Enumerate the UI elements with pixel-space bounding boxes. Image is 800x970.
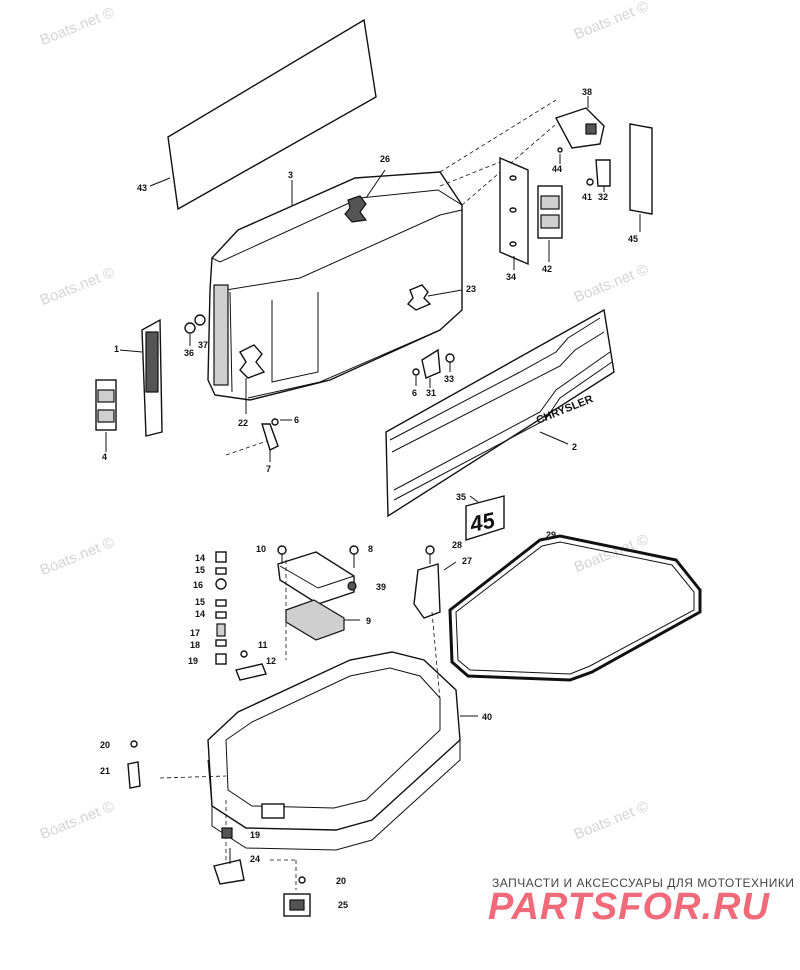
seal-29 [448, 534, 702, 682]
lower-hardware [213, 827, 311, 917]
panel-34 [499, 156, 529, 270]
panel-43 [149, 18, 377, 211]
callout-15: 15 [195, 597, 205, 607]
callout-14: 14 [195, 609, 205, 619]
callout-32: 32 [598, 192, 608, 202]
callout-6: 6 [412, 388, 417, 398]
motor-cover-3 [207, 171, 463, 401]
callout-7: 7 [266, 464, 271, 474]
callout-1: 1 [114, 344, 119, 354]
callout-20: 20 [336, 876, 346, 886]
grille-1 [119, 318, 163, 437]
callout-18: 18 [190, 640, 200, 650]
callout-43: 43 [137, 183, 147, 193]
callout-17: 17 [190, 628, 200, 638]
callout-31: 31 [426, 388, 436, 398]
panel-45 [629, 123, 653, 232]
bracket-7 [261, 418, 292, 462]
decal-22 [239, 344, 266, 414]
callout-8: 8 [368, 544, 373, 554]
control-box-39 [277, 545, 359, 605]
callout-20: 20 [100, 740, 110, 750]
callout-15: 15 [195, 565, 205, 575]
callout-33: 33 [444, 374, 454, 384]
latch-31 [412, 348, 455, 388]
decal-2 [385, 308, 615, 518]
bracket-38 [554, 96, 605, 164]
callout-labels: 43 3 26 23 1 36 37 22 4 6 7 6 31 33 34 4… [100, 87, 638, 910]
callout-37: 37 [198, 340, 208, 350]
callout-12: 12 [266, 656, 276, 666]
callout-10: 10 [256, 544, 266, 554]
callout-26: 26 [380, 154, 390, 164]
callout-14: 14 [195, 553, 205, 563]
decal-26 [344, 169, 386, 223]
decal-number-text: 45 [467, 507, 498, 537]
callout-42: 42 [542, 264, 552, 274]
callout-27: 27 [462, 556, 472, 566]
callout-25: 25 [338, 900, 348, 910]
footer-tagline: ЗАПЧАСТИ И АКСЕССУАРЫ ДЛЯ МОТОТЕХНИКИ [492, 876, 795, 890]
callout-35: 35 [456, 492, 466, 502]
clip-21 [127, 740, 141, 789]
callout-38: 38 [582, 87, 592, 97]
callout-36: 36 [184, 348, 194, 358]
decal-23 [406, 284, 463, 311]
callout-28: 28 [452, 540, 462, 550]
callout-9: 9 [366, 616, 371, 626]
bracket-32 [586, 159, 611, 192]
callout-21: 21 [100, 766, 110, 776]
pad-9 [285, 599, 360, 641]
callout-4: 4 [102, 452, 107, 462]
callout-11: 11 [258, 640, 268, 650]
badge-35 [465, 495, 505, 541]
bottom-cowl-40 [159, 560, 478, 890]
callout-44: 44 [552, 164, 562, 174]
callout-22: 22 [238, 418, 248, 428]
decal-4 [95, 379, 117, 452]
plate-12 [235, 650, 267, 681]
hardware-stack [215, 551, 227, 665]
callout-39: 39 [376, 582, 386, 592]
grommet-36 [184, 314, 206, 346]
callout-16: 16 [193, 580, 203, 590]
callout-34: 34 [506, 272, 516, 282]
decal-42 [537, 185, 563, 262]
callout-29: 29 [546, 530, 556, 540]
callout-19: 19 [250, 830, 260, 840]
callout-41: 41 [582, 192, 592, 202]
callout-24: 24 [250, 854, 260, 864]
callout-2: 2 [572, 442, 577, 452]
callout-23: 23 [466, 284, 476, 294]
callout-6: 6 [294, 415, 299, 425]
bracket-27 [413, 545, 457, 619]
callout-19: 19 [188, 656, 198, 666]
site-logo[interactable]: PARTSFOR.RU [488, 886, 770, 928]
callout-45: 45 [628, 234, 638, 244]
callout-3: 3 [288, 170, 293, 180]
callout-40: 40 [482, 712, 492, 722]
